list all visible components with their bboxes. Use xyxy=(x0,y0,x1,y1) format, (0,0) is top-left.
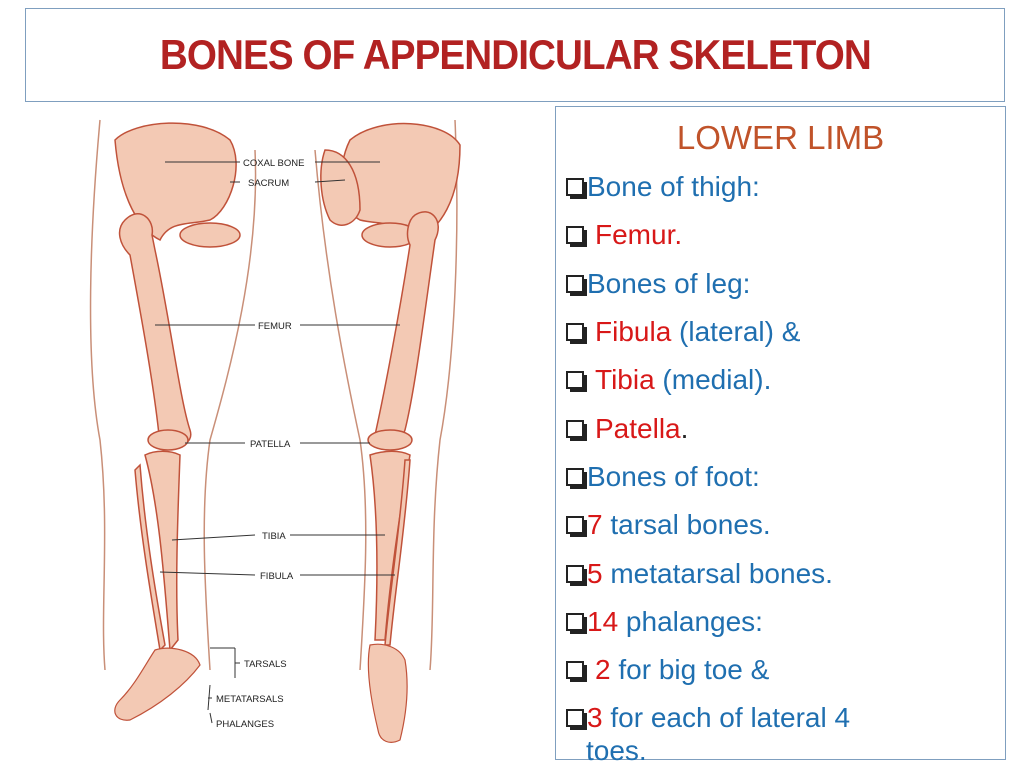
checkbox-bullet-icon xyxy=(566,709,587,731)
label-tibia: TIBIA xyxy=(262,531,286,542)
bullet-text: Femur. xyxy=(595,219,683,251)
bullet-text: 2 xyxy=(595,654,611,686)
foot-right xyxy=(367,643,408,743)
label-tarsals: TARSALS xyxy=(244,659,287,670)
bullet-list: Bone of thigh: Femur. Bones of leg: Fibula … xyxy=(566,163,850,743)
tibia-left xyxy=(144,450,181,652)
bullet-text: (medial). xyxy=(654,364,772,396)
skeleton-svg: COXAL BONE SACRUM FEMUR PATELLA TIBIA FI… xyxy=(89,119,461,743)
bullet-item: Fibula (lateral) & xyxy=(566,308,850,356)
title-box: BONES OF APPENDICULAR SKELETON xyxy=(25,8,1005,102)
checkbox-bullet-icon xyxy=(566,226,587,248)
bullet-item: 14 phalanges: xyxy=(566,598,850,646)
checkbox-bullet-icon xyxy=(566,612,587,634)
coxal-bone-right xyxy=(340,122,461,241)
tibia-right xyxy=(369,450,411,641)
bullet-item: Bones of foot: xyxy=(566,453,850,501)
bullet-text: Bones of leg: xyxy=(587,267,751,299)
bullet-item: 3 for each of lateral 4 xyxy=(566,694,850,742)
checkbox-bullet-icon xyxy=(566,371,587,393)
bullet-item: Femur. xyxy=(566,211,850,259)
bullet-text: 3 xyxy=(587,702,603,734)
label-patella: PATELLA xyxy=(250,439,291,450)
checkbox-bullet-icon xyxy=(566,564,587,586)
bullet-text: Fibula xyxy=(595,316,672,348)
bullet-text: . xyxy=(680,412,689,444)
bullet-text: tarsal bones. xyxy=(602,509,771,541)
lower-limb-content-box: LOWER LIMB Bone of thigh: Femur. Bones of … xyxy=(555,106,1006,766)
bullet-text: for each of lateral 4 xyxy=(602,702,851,734)
label-femur: FEMUR xyxy=(258,321,292,332)
label-phalanges: PHALANGES xyxy=(216,719,274,730)
checkbox-bullet-icon xyxy=(566,274,587,296)
slide-title: BONES OF APPENDICULAR SKELETON xyxy=(159,31,872,78)
label-sacrum: SACRUM xyxy=(248,178,289,189)
label-fibula: FIBULA xyxy=(260,571,294,582)
right-leg-outline xyxy=(314,149,367,671)
checkbox-bullet-icon xyxy=(566,467,587,489)
bullet-item: 7 tarsal bones. xyxy=(566,501,850,549)
bullet-text: phalanges: xyxy=(618,605,763,637)
lower-limb-skeleton-illustration: COXAL BONE SACRUM FEMUR PATELLA TIBIA FI… xyxy=(60,110,550,760)
bullet-text: 14 xyxy=(587,605,619,637)
bullet-item: Patella. xyxy=(566,404,850,452)
bullet-text: 5 xyxy=(587,557,603,589)
bullet-text: 7 xyxy=(587,509,603,541)
checkbox-bullet-icon xyxy=(566,661,587,683)
checkbox-bullet-icon xyxy=(566,178,587,200)
label-metatarsals: METATARSALS xyxy=(216,694,284,705)
checkbox-bullet-icon xyxy=(566,419,587,441)
checkbox-bullet-icon xyxy=(566,323,587,345)
bullet-item: Bones of leg: xyxy=(566,260,850,308)
bullet-text: Bones of foot: xyxy=(587,460,760,492)
bullet-text: Patella xyxy=(595,412,681,444)
bullet-text: metatarsal bones. xyxy=(602,557,833,589)
bullet-item: 5 metatarsal bones. xyxy=(566,549,850,597)
bullet-text: (lateral) & xyxy=(671,316,801,348)
bullet-text: Tibia xyxy=(595,364,655,396)
foot-left xyxy=(114,647,201,721)
section-heading: LOWER LIMB xyxy=(676,119,885,156)
bullet-item: Bone of thigh: xyxy=(566,163,850,211)
last-line-continuation: toes. xyxy=(586,735,647,766)
label-coxal-bone: COXAL BONE xyxy=(243,158,304,169)
femur-left xyxy=(118,213,192,448)
bullet-item: 2 for big toe & xyxy=(566,646,850,694)
checkbox-bullet-icon xyxy=(566,516,587,538)
bullet-text: for big toe & xyxy=(610,654,770,686)
left-leg-outline xyxy=(89,119,106,671)
bullet-text: Bone of thigh: xyxy=(587,171,760,203)
bullet-item: Tibia (medial). xyxy=(566,356,850,404)
